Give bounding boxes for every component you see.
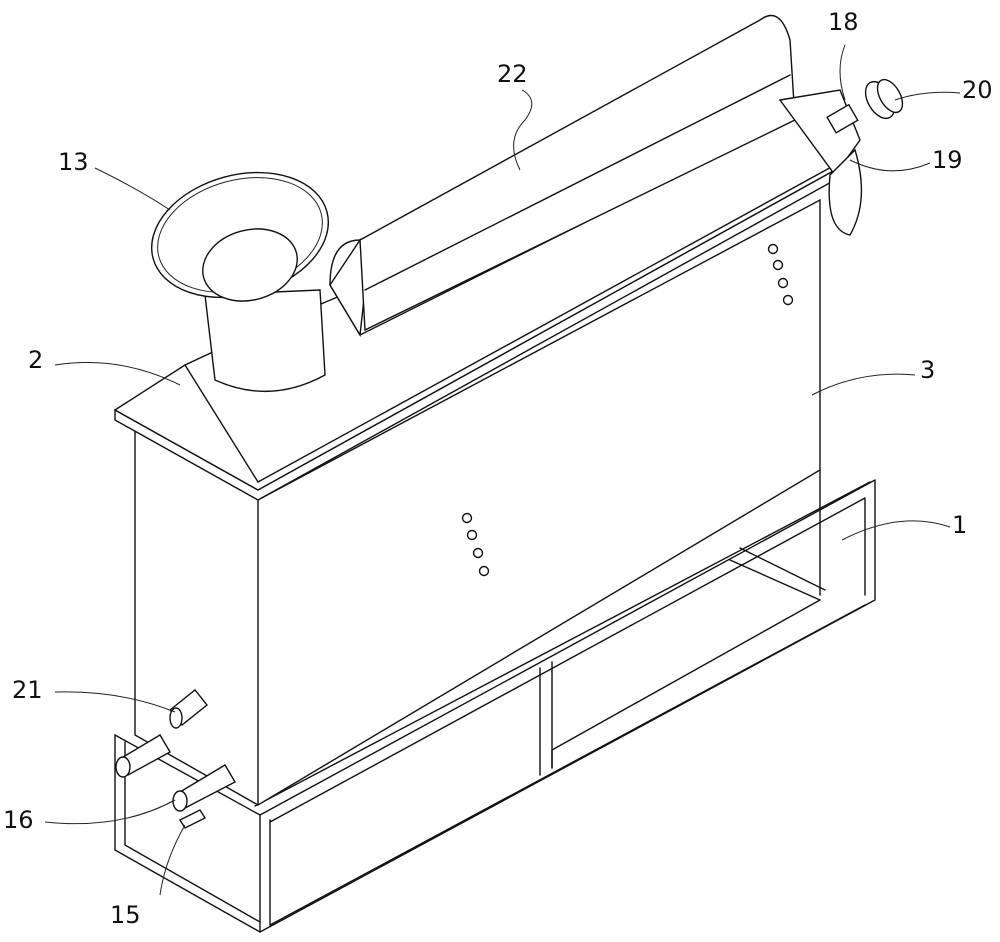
label-2: 2: [28, 348, 43, 372]
label-19: 19: [932, 148, 963, 172]
label-22: 22: [497, 62, 528, 86]
label-18: 18: [828, 10, 859, 34]
label-1: 1: [952, 513, 967, 537]
label-20: 20: [962, 78, 993, 102]
label-16: 16: [3, 808, 34, 832]
label-15: 15: [110, 903, 141, 927]
label-13: 13: [58, 150, 89, 174]
label-21: 21: [12, 678, 43, 702]
label-3: 3: [920, 358, 935, 382]
funnel-inlet: [138, 154, 343, 392]
